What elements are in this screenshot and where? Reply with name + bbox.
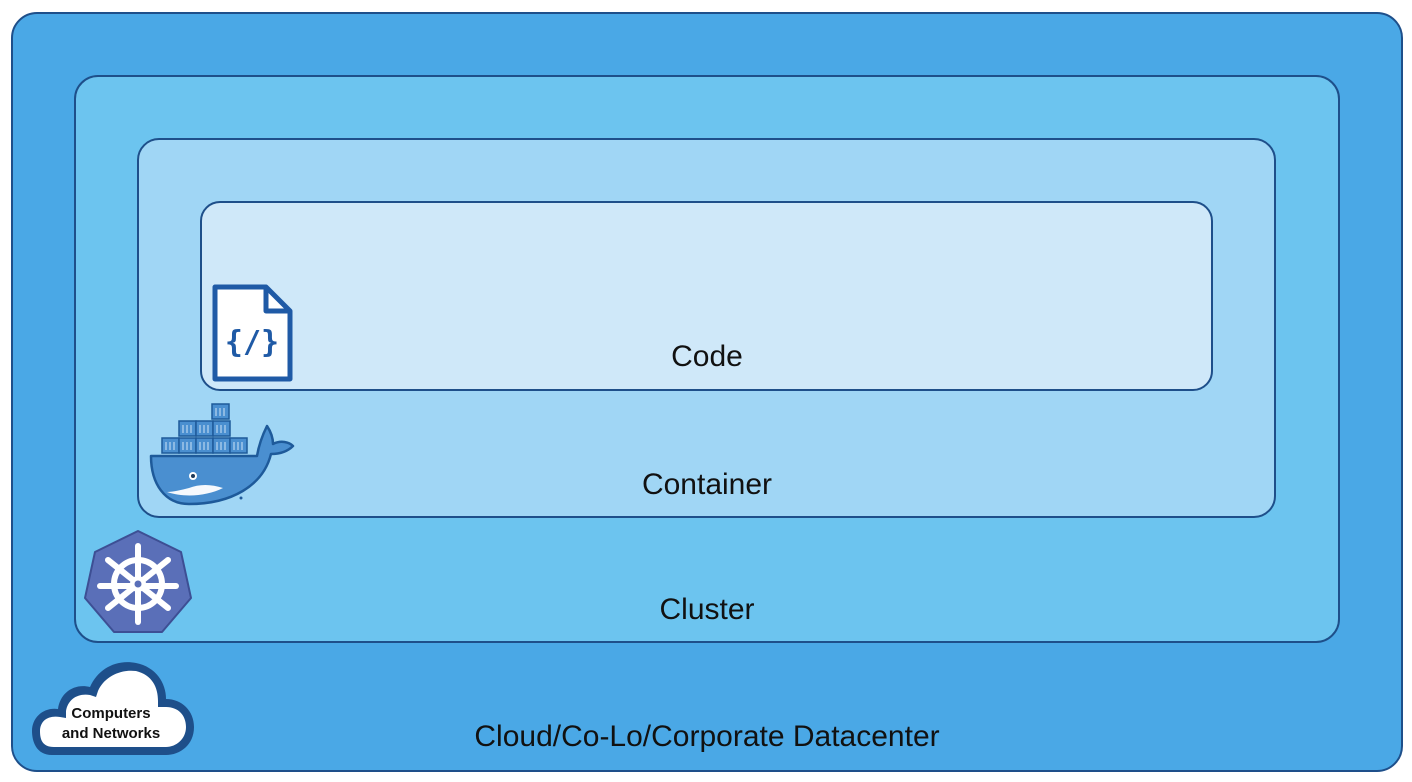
docker-whale-icon xyxy=(149,403,295,506)
cloud-icon xyxy=(32,662,194,755)
code-label: Code xyxy=(671,340,743,373)
container-label: Container xyxy=(641,468,773,501)
kubernetes-helm-icon xyxy=(84,530,192,633)
datacenter-label: Cloud/Co-Lo/Corporate Datacenter xyxy=(474,720,940,753)
code-file-icon: {/} xyxy=(212,284,293,382)
cloud-label-line-2: and Networks xyxy=(61,725,161,742)
cloud-label-line-1: Computers xyxy=(71,705,151,722)
svg-text:{/}: {/} xyxy=(225,325,279,360)
code-layer xyxy=(200,201,1213,391)
cluster-label: Cluster xyxy=(659,593,755,626)
